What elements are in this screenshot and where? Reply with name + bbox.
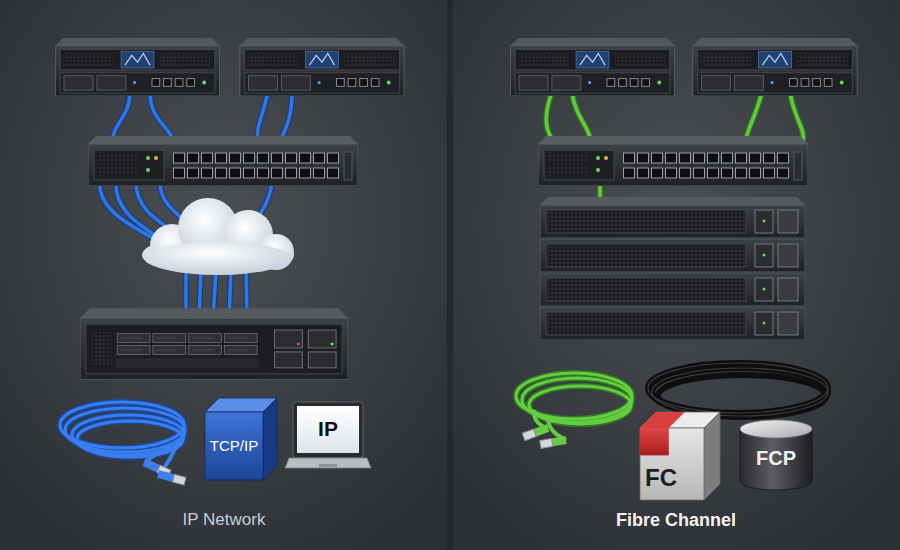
cube-label: FC (645, 464, 677, 492)
cube-label-box: FC (640, 458, 682, 498)
protocol-cube-outline (704, 412, 720, 500)
cylinder-label-box: FCP (740, 438, 812, 478)
laptop-icon: IP (285, 402, 371, 472)
background (453, 0, 900, 550)
cable-coil (652, 368, 828, 416)
screen-label-box: IP (297, 406, 359, 453)
panel-caption: Fibre Channel (616, 510, 736, 531)
protocol-cube-outline (640, 428, 704, 500)
laptop-icon-outline (319, 464, 337, 467)
laptop-icon-outline (293, 402, 363, 458)
cable-coil (648, 363, 828, 413)
cube-label-box: TCP/IP (205, 412, 263, 480)
storage-stack (540, 197, 805, 340)
cable-coil (522, 424, 549, 440)
protocol-cube: TCP/IP (205, 398, 277, 480)
rack-server (240, 38, 404, 96)
storage-stack (540, 307, 805, 340)
storage-stack (540, 197, 805, 205)
cloud-symbol (144, 242, 292, 274)
screen-label: IP (318, 417, 338, 441)
panel-band: Fibre Channel FC FCP (452, 0, 900, 550)
protocol-cube-outline (263, 398, 277, 480)
rack-server (55, 38, 219, 96)
protocol-cube-outline (640, 412, 685, 428)
laptop-icon-outline (297, 406, 359, 453)
cable-coil (648, 363, 828, 417)
ethernet-cable (100, 92, 292, 318)
panel-caption-box: Fibre Channel (452, 498, 900, 542)
cloud-symbol (142, 198, 294, 275)
panel-caption: IP Network (183, 510, 266, 530)
panel-caption-box: IP Network (0, 498, 448, 542)
cable-coil (540, 436, 567, 448)
rack-server (510, 38, 674, 96)
storage-array (80, 308, 348, 379)
cable-coil (172, 474, 186, 485)
cable-coil (540, 438, 553, 448)
storage-stack (540, 273, 805, 306)
ethernet-cable (100, 92, 292, 318)
protocol-cylinder: FCP (740, 420, 812, 490)
cable-coil (60, 402, 186, 485)
cable-coil (552, 436, 567, 446)
panel-band: IP Network TCP/IP IP (0, 0, 448, 550)
cable-coil (648, 363, 828, 416)
laptop-icon-outline (285, 458, 371, 468)
storage-stack (540, 239, 805, 272)
background (0, 0, 447, 550)
protocol-cube-outline (205, 412, 263, 480)
cable-coil (157, 470, 175, 482)
fibre-switch (538, 136, 808, 186)
cable-coil (157, 470, 186, 485)
protocol-cylinder-outline (740, 420, 812, 438)
rack-server (693, 38, 857, 96)
cable-coil (648, 363, 828, 413)
cable-coil (146, 446, 170, 462)
protocol-cube-outline (640, 428, 669, 455)
cube-label: TCP/IP (210, 437, 258, 454)
cable-coil (77, 421, 183, 457)
protocol-cube: FC (640, 412, 720, 500)
cable-coil (522, 429, 536, 441)
cable-coil (652, 368, 828, 416)
cylinder-label: FCP (756, 447, 796, 470)
network-switch (88, 136, 358, 186)
storage-stack (540, 205, 805, 238)
ethernet-cable (100, 92, 292, 318)
